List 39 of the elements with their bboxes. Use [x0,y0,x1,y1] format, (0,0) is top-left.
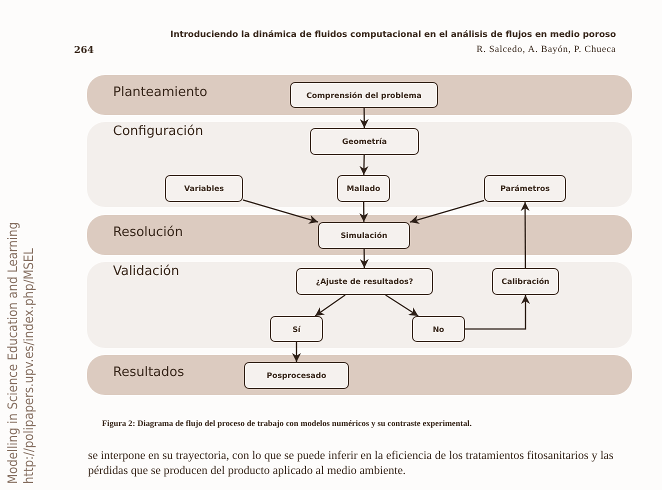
arrow [314,294,346,317]
arrow [359,202,368,222]
process-box [337,175,390,202]
swimlane-band [87,262,632,348]
arrow [292,342,301,362]
journal-name: Modelling in Science Education and Learning [6,220,22,484]
body-paragraph: se interpone en su trayectoria, con lo que se puede inferir en la eficiencia de los tratamientos fitosanitarios y las pérdidas que se producen del producto aplicado al medio ambiente. [88,448,614,478]
arrow [410,200,484,224]
process-box [310,128,419,155]
swimlane-band [87,355,632,395]
swimlane-band [87,75,632,115]
arrow [360,249,369,268]
arrow [385,294,419,317]
process-box [412,316,465,342]
author-line: R. Salcedo, A. Bayón, P. Chueca [476,45,616,55]
lane-title: Configuración [113,124,204,139]
process-box [290,82,438,108]
process-box [165,175,243,202]
swimlane-band [87,215,632,255]
lane-title: Resolución [113,225,183,240]
page-number: 264 [74,45,94,56]
figure-caption: Figura 2: Diagrama de flujo del proceso de trabajo con modelos numéricos y su contraste experimental. [102,419,472,428]
journal-url: http://polipapers.upv.es/index.php/MSEL [22,247,38,484]
arrow [242,199,318,224]
lane-title: Planteamiento [113,85,208,100]
lane-title: Validación [113,264,180,279]
arrow [360,108,369,128]
process-box [484,175,566,202]
arrow [465,295,530,330]
running-title: Introduciendo la dinámica de fluidos computacional en el análisis de flujos en medio poroso [170,30,616,40]
arrow [520,202,530,268]
lane-title: Resultados [113,365,184,380]
process-box [296,268,433,295]
arrow [359,154,368,176]
swimlane-band [87,122,632,207]
process-box [492,268,559,295]
process-box [270,316,323,342]
process-box [244,362,349,389]
process-box [318,222,410,249]
